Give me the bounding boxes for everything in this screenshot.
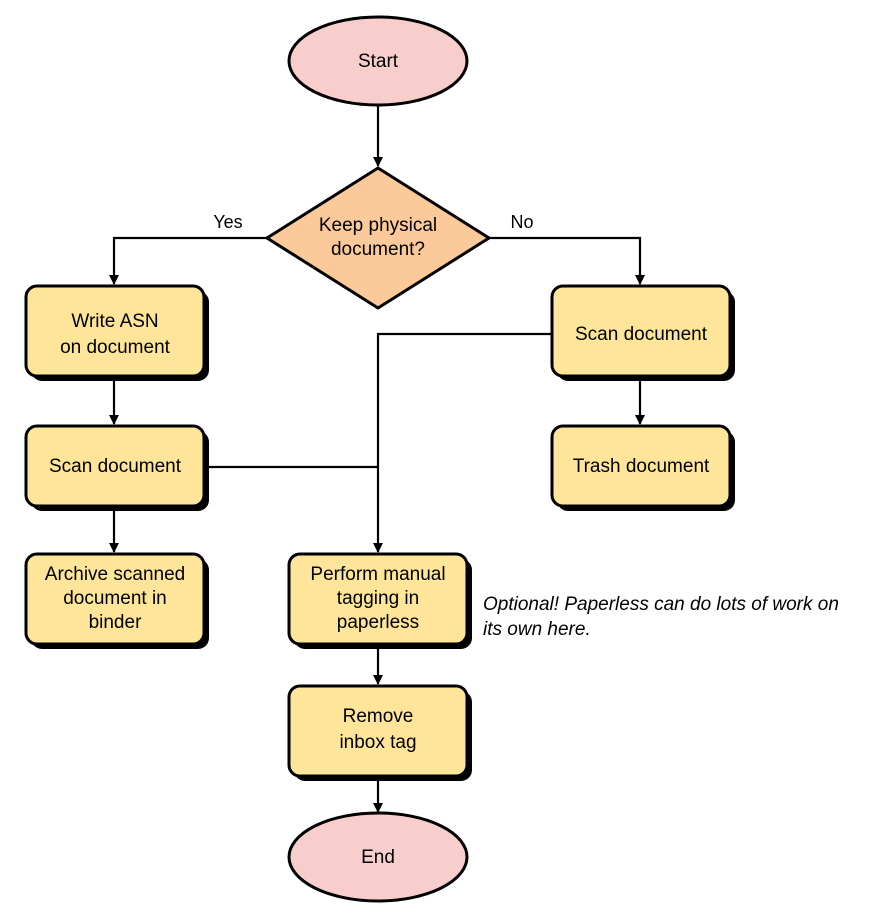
node-start[interactable]: Start	[287, 15, 469, 107]
node-archive-scanned-document[interactable]: Archive scanned document in binder	[24, 552, 209, 649]
start-label: Start	[358, 51, 399, 72]
start-ellipse	[287, 15, 469, 107]
tagging-box	[287, 552, 469, 646]
archive-label-line-3: binder	[89, 612, 142, 633]
node-scan-document-right[interactable]: Scan document	[550, 284, 735, 381]
edge-label-no: No	[510, 212, 533, 232]
scan-right-box	[550, 284, 732, 378]
edge-decision-no-to-scan-right	[489, 236, 645, 285]
scan-right-label: Scan document	[575, 324, 708, 345]
node-remove-inbox-tag[interactable]: Remove inbox tag	[287, 684, 472, 781]
decision-diamond	[264, 166, 492, 310]
end-label: End	[361, 847, 395, 868]
connectors	[109, 104, 645, 813]
edge-decision-yes-to-write-asn	[109, 236, 268, 285]
annotation-line-1: Optional! Paperless can do lots of work …	[483, 594, 839, 615]
remove-label-line-1: Remove	[343, 706, 414, 727]
scan-left-box	[24, 424, 206, 508]
node-trash-document[interactable]: Trash document	[550, 424, 735, 511]
decision-label-line-1: Keep physical	[319, 215, 437, 236]
write-asn-label-line-2: on document	[60, 337, 171, 358]
archive-label-line-2: document in	[63, 588, 167, 609]
trash-label: Trash document	[573, 456, 710, 477]
write-asn-label-line-1: Write ASN	[71, 311, 158, 332]
annotation-line-2: its own here.	[483, 619, 591, 640]
remove-label-line-2: inbox tag	[339, 732, 416, 753]
decision-label-line-2: document?	[331, 239, 425, 260]
node-decision-keep-physical-document[interactable]: Keep physical document?	[264, 166, 492, 310]
tagging-label-line-3: paperless	[337, 612, 419, 633]
node-scan-document-left[interactable]: Scan document	[24, 424, 209, 511]
tagging-label-line-1: Perform manual	[310, 564, 445, 585]
trash-box	[550, 424, 732, 508]
annotation-optional-paperless: Optional! Paperless can do lots of work …	[483, 594, 839, 640]
scan-left-label: Scan document	[49, 456, 182, 477]
node-perform-manual-tagging[interactable]: Perform manual tagging in paperless	[287, 552, 472, 649]
remove-box	[287, 684, 469, 778]
edge-scan-right-to-tagging	[373, 332, 552, 553]
write-asn-box	[24, 284, 206, 378]
archive-label-line-1: Archive scanned	[45, 564, 185, 585]
node-end[interactable]: End	[287, 811, 469, 903]
end-ellipse	[287, 811, 469, 903]
archive-box	[24, 552, 206, 646]
node-write-asn-on-document[interactable]: Write ASN on document	[24, 284, 209, 381]
edge-label-yes: Yes	[213, 212, 242, 232]
tagging-label-line-2: tagging in	[337, 588, 419, 609]
